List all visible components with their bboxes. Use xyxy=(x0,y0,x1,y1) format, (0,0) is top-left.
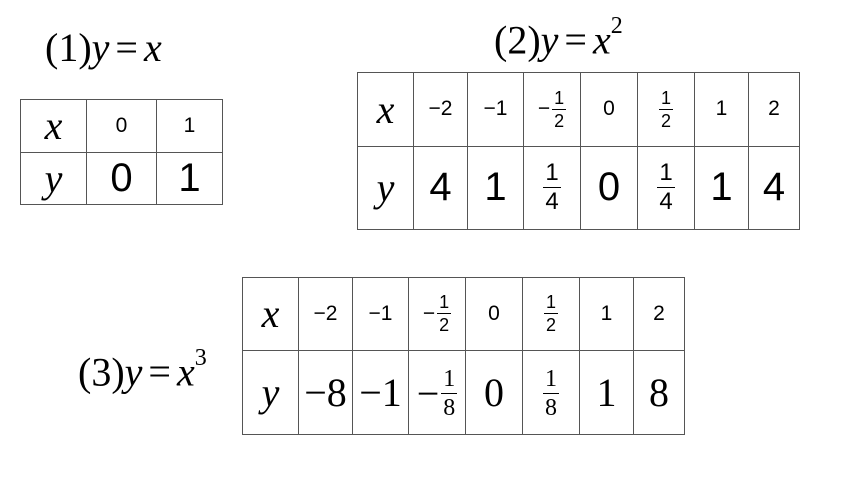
minus-sign: − xyxy=(422,301,436,325)
fraction-numerator: 1 xyxy=(443,365,456,392)
y-value-cell: 1 xyxy=(579,349,634,436)
fraction-denominator: 2 xyxy=(660,110,671,131)
fraction-denominator: 8 xyxy=(443,394,456,421)
x-value-cell: −1 xyxy=(467,72,524,147)
fraction-bar xyxy=(437,313,452,315)
y-header-cell: y xyxy=(20,151,87,205)
fraction-numerator: 1 xyxy=(659,159,673,187)
y-value-cell: 4 xyxy=(413,145,468,231)
function-label-2: (2)y=x2 xyxy=(494,14,623,63)
fraction-denominator: 2 xyxy=(554,110,565,131)
table-row-x: x 0 1 xyxy=(20,99,223,153)
y-value-cell: −1 xyxy=(352,349,409,436)
x-value-cell: 1 xyxy=(694,72,749,147)
function-index: (1) xyxy=(45,25,92,70)
exponent: 2 xyxy=(610,13,623,39)
x-value-cell: 2 xyxy=(748,72,800,147)
y-value-cell: 8 xyxy=(633,349,685,436)
exponent: 3 xyxy=(194,345,207,371)
fraction-bar xyxy=(441,392,458,394)
equals-sign: = xyxy=(564,17,587,63)
x-value-cell: −2 xyxy=(413,72,468,147)
y-header-cell: y xyxy=(357,145,414,231)
fraction-bar xyxy=(543,392,559,394)
function-lhs: y xyxy=(540,17,559,63)
y-value-cell: −8 xyxy=(298,349,353,436)
function-label-3: (3)y=x3 xyxy=(78,346,207,395)
equals-sign: = xyxy=(148,349,171,395)
y-value-cell: 1 xyxy=(467,145,524,231)
equals-sign: = xyxy=(115,25,138,70)
x-value-cell: 1 xyxy=(156,99,223,153)
x-value-cell: 0 xyxy=(86,99,157,153)
function-rhs: x xyxy=(143,25,162,70)
x-value-cell: −2 xyxy=(298,277,353,351)
fraction-denominator: 2 xyxy=(545,315,556,336)
function-lhs: y xyxy=(124,349,143,395)
minus-sign: − xyxy=(537,97,551,121)
fraction-numerator: 1 xyxy=(545,159,559,187)
fraction-denominator: 2 xyxy=(439,315,450,336)
y-value-cell: 1 xyxy=(156,151,223,205)
x-value-cell: 0 xyxy=(465,277,523,351)
x-value-cell: 2 xyxy=(633,277,685,351)
fraction-bar xyxy=(552,108,567,110)
fraction-numerator: 1 xyxy=(660,87,671,108)
table-row-y: y 0 1 xyxy=(20,151,223,205)
fraction-numerator: 1 xyxy=(554,87,565,108)
x-header-cell: x xyxy=(242,277,299,351)
function-index: (3) xyxy=(78,349,125,395)
minus-sign: − xyxy=(416,370,440,416)
fraction-bar xyxy=(543,187,561,189)
y-value-cell: 0 xyxy=(580,145,638,231)
y-value-cell: 4 xyxy=(748,145,800,231)
fraction-denominator: 4 xyxy=(659,188,673,216)
value-table-1: x 0 1 y 0 1 xyxy=(20,99,223,205)
y-header-cell: y xyxy=(242,349,299,436)
x-value-cell: 0 xyxy=(580,72,638,147)
fraction-denominator: 4 xyxy=(545,188,559,216)
x-value-cell: −1 xyxy=(352,277,409,351)
function-rhs: x xyxy=(176,349,195,395)
x-header-cell: x xyxy=(357,72,414,147)
fraction-denominator: 8 xyxy=(545,394,557,421)
y-value-cell: 0 xyxy=(465,349,523,436)
function-label-1: (1)y=x xyxy=(45,28,162,68)
fraction-numerator: 1 xyxy=(545,292,556,313)
y-value-cell: 1 xyxy=(694,145,749,231)
x-header-cell: x xyxy=(20,99,87,153)
x-value-cell: 1 xyxy=(579,277,634,351)
fraction-numerator: 1 xyxy=(439,292,450,313)
function-rhs: x xyxy=(592,17,611,63)
fraction-bar xyxy=(543,313,558,315)
y-value-cell: 0 xyxy=(86,151,157,205)
fraction-bar xyxy=(658,108,673,110)
fraction-bar xyxy=(657,187,675,189)
fraction-numerator: 1 xyxy=(545,365,557,392)
function-index: (2) xyxy=(494,17,541,63)
function-lhs: y xyxy=(91,25,110,70)
